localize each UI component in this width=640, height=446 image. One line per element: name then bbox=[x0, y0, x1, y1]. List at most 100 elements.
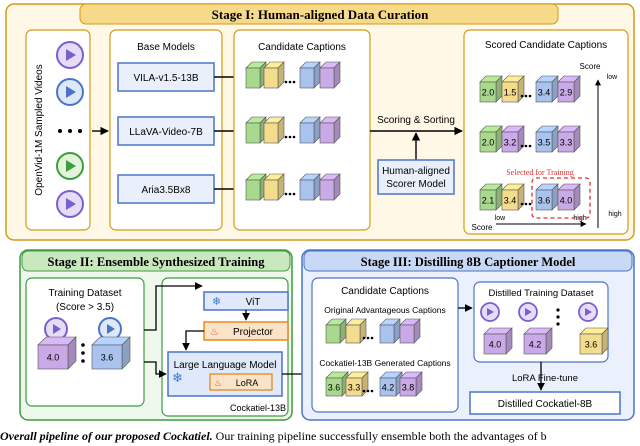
fire-icon: ♨ bbox=[214, 378, 222, 388]
cube-score: 4.0 bbox=[47, 353, 60, 363]
arrow bbox=[182, 330, 204, 351]
cube-score: 4.2 bbox=[382, 383, 395, 393]
caption-cube bbox=[245, 116, 267, 144]
projector-label: Projector bbox=[233, 327, 274, 338]
arrow bbox=[144, 282, 203, 331]
cube-score: 4.0 bbox=[489, 340, 502, 350]
cube-score: 3.6 bbox=[101, 353, 114, 363]
caption-cube bbox=[299, 61, 321, 89]
generated-captions-label: Cockatiel-13B Generated Captions bbox=[319, 358, 450, 368]
cube-score: 2.1 bbox=[482, 196, 495, 206]
model-aria-label: Aria3.5Bx8 bbox=[142, 185, 191, 196]
cube-score: 1.5 bbox=[504, 88, 517, 98]
ellipsis-dots bbox=[520, 144, 532, 148]
ellipsis-dots bbox=[362, 336, 374, 340]
fire-icon: ♨ bbox=[210, 327, 219, 338]
cube-score: 3.3 bbox=[560, 138, 573, 148]
final-model-box bbox=[469, 391, 621, 415]
video-play-icon bbox=[56, 41, 84, 69]
caption-cube bbox=[263, 173, 285, 201]
caption-cube: 3.4 bbox=[535, 75, 559, 103]
finetune-label: LoRA Fine-tune bbox=[512, 373, 578, 384]
llm-label: Large Language Model bbox=[174, 360, 277, 371]
caption-cube: 4.2 bbox=[523, 327, 553, 355]
caption-cube: 3.3 bbox=[345, 371, 369, 397]
lora-label: LoRA bbox=[236, 378, 259, 388]
caption-cube: 2.0 bbox=[479, 75, 503, 103]
selected-label: Selected for Training bbox=[506, 168, 574, 177]
caption-cube: 3.5 bbox=[535, 125, 559, 153]
dataset-title: Training Dataset bbox=[49, 288, 122, 299]
distilled-dataset-title: Distilled Training Dataset bbox=[488, 288, 593, 299]
cube-score: 3.6 bbox=[328, 383, 341, 393]
ellipsis-dots bbox=[81, 343, 85, 363]
caption-cube bbox=[263, 61, 285, 89]
model-vila-label: VILA-v1.5-13B bbox=[133, 73, 198, 84]
caption-cube: 2.0 bbox=[479, 125, 503, 153]
cube-score: 3.6 bbox=[585, 340, 598, 350]
stage3-panel: Stage III: Distilling 8B Captioner Model… bbox=[301, 249, 635, 421]
caption-cube: 4.0 bbox=[557, 183, 581, 211]
caption-cube bbox=[319, 61, 341, 89]
caption-cube: 3.3 bbox=[557, 125, 581, 153]
cube-score: 3.4 bbox=[538, 88, 551, 98]
cube-score: 3.2 bbox=[504, 138, 517, 148]
final-model-label: Distilled Cockatiel-8B bbox=[498, 399, 593, 410]
stage1-title: Stage I: Human-aligned Data Curation bbox=[212, 7, 429, 22]
caption-cube: 3.6 bbox=[325, 371, 349, 397]
caption-text: Our training pipeline successfully ensem… bbox=[215, 429, 547, 443]
cube-score: 2.0 bbox=[482, 138, 495, 148]
video-play-icon bbox=[56, 190, 84, 218]
cube-score: 3.3 bbox=[348, 383, 361, 393]
scorer-model-box bbox=[377, 159, 455, 195]
caption-cube bbox=[345, 318, 367, 344]
cube-score: 2.9 bbox=[560, 88, 573, 98]
cube-score: 3.4 bbox=[504, 196, 517, 206]
dataset-subtitle: (Score > 3.5) bbox=[56, 302, 114, 313]
cube-score: 4.0 bbox=[560, 196, 573, 206]
caption-cube: 3.6 bbox=[579, 327, 609, 355]
caption-cube: 3.8 bbox=[399, 371, 423, 397]
stage3-candidate-title: Candidate Captions bbox=[341, 286, 429, 297]
scorer-label-line1: Human-aligned bbox=[382, 166, 450, 177]
axis-low-label: low bbox=[607, 74, 618, 81]
caption-cube: 2.9 bbox=[557, 75, 581, 103]
caption-cube: 4.0 bbox=[483, 327, 513, 355]
stage2-panel: Stage II: Ensemble Synthesized Training … bbox=[19, 249, 311, 421]
caption-cube: 4.0 bbox=[37, 336, 77, 370]
stage3-title: Stage III: Distilling 8B Captioner Model bbox=[361, 255, 576, 269]
cube-score: 3.6 bbox=[538, 196, 551, 206]
model-name-label: Cockatiel-13B bbox=[230, 403, 286, 413]
caption-cube bbox=[319, 173, 341, 201]
cube-score: 2.0 bbox=[482, 88, 495, 98]
caption-cube bbox=[245, 173, 267, 201]
caption-cube: 3.6 bbox=[91, 336, 131, 370]
sampled-videos-label: OpenVid-1M Sampled Videos bbox=[34, 64, 45, 195]
snowflake-icon: ❄ bbox=[172, 370, 183, 385]
candidate-captions-title: Candidate Captions bbox=[258, 42, 346, 53]
ellipsis-dots bbox=[520, 202, 532, 206]
snowflake-icon: ❄ bbox=[212, 296, 221, 308]
stage1-panel: Stage I: Human-aligned Data Curation Ope… bbox=[5, 3, 635, 241]
caption-cube bbox=[379, 318, 401, 344]
caption-cube bbox=[299, 116, 321, 144]
caption-cube bbox=[399, 318, 421, 344]
caption-lead: Overall pipeline of our proposed Cockati… bbox=[0, 429, 213, 443]
cube-score: 3.8 bbox=[402, 383, 415, 393]
ellipsis-dots bbox=[284, 135, 296, 139]
axis-low-label: low bbox=[495, 215, 506, 222]
score-axis-label: Score bbox=[472, 223, 493, 232]
cube-score: 3.5 bbox=[538, 138, 551, 148]
caption-cube bbox=[245, 61, 267, 89]
caption-cube: 3.6 bbox=[535, 183, 559, 211]
scorer-label-line2: Scorer Model bbox=[386, 179, 445, 190]
ellipsis-dots bbox=[520, 94, 532, 98]
video-play-icon bbox=[480, 302, 500, 322]
arrow bbox=[144, 361, 167, 378]
model-llava-label: LLaVA-Video-7B bbox=[129, 127, 203, 138]
figure-caption: Overall pipeline of our proposed Cockati… bbox=[0, 426, 640, 446]
caption-cube: 3.4 bbox=[501, 183, 525, 211]
ellipsis-dots bbox=[556, 308, 560, 326]
caption-cube: 2.1 bbox=[479, 183, 503, 211]
caption-cube: 3.2 bbox=[501, 125, 525, 153]
